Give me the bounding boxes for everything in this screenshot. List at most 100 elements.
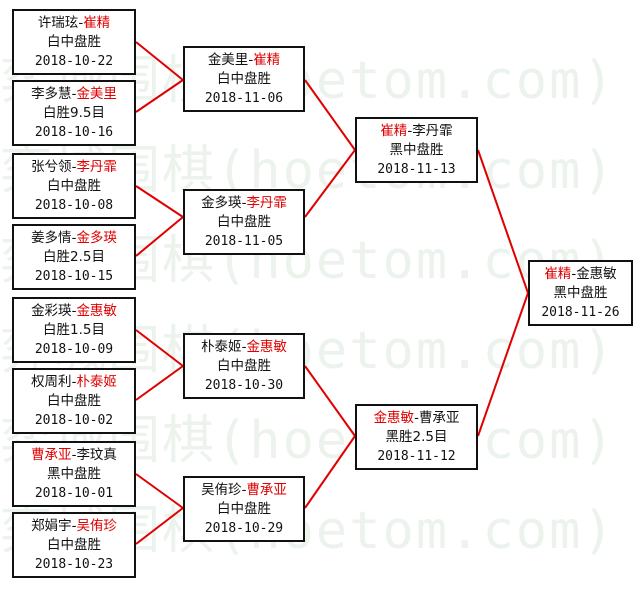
match-result: 白中盘胜 bbox=[217, 213, 271, 230]
connector-line bbox=[304, 79, 356, 151]
match-date: 2018-10-02 bbox=[34, 412, 114, 428]
connector-line bbox=[135, 41, 184, 81]
match-date: 2018-10-08 bbox=[34, 197, 114, 213]
match-players: 朴泰姬-金惠敏 bbox=[201, 338, 287, 355]
player-2: 金惠敏 bbox=[246, 338, 287, 355]
match-players: 曹承亚-李玟真 bbox=[31, 446, 117, 463]
connector-line bbox=[135, 329, 184, 367]
player-1: 权周利 bbox=[31, 373, 72, 390]
match-box: 权周利-朴泰姬 白中盘胜 2018-10-02 bbox=[12, 368, 136, 434]
match-result: 白胜1.5目 bbox=[43, 321, 105, 338]
match-date: 2018-10-15 bbox=[34, 268, 114, 284]
match-result: 白中盘胜 bbox=[217, 70, 271, 87]
player-1: 姜多情 bbox=[31, 229, 72, 246]
connector-line bbox=[135, 507, 184, 545]
connector-line bbox=[135, 365, 184, 401]
connector-line bbox=[477, 292, 529, 437]
match-result: 白中盘胜 bbox=[47, 392, 101, 409]
match-players: 李多慧-金美里 bbox=[31, 85, 117, 102]
match-box: 朴泰姬-金惠敏 白中盘胜 2018-10-30 bbox=[183, 333, 305, 399]
match-result: 黑中盘胜 bbox=[553, 284, 608, 301]
match-date: 2018-11-26 bbox=[541, 304, 620, 320]
match-players: 金彩瑛-金惠敏 bbox=[31, 302, 117, 319]
match-box: 张兮领-李丹霏 白中盘胜 2018-10-08 bbox=[12, 153, 136, 219]
player-1: 金惠敏 bbox=[373, 409, 415, 426]
match-players: 张兮领-李丹霏 bbox=[31, 158, 117, 175]
match-date: 2018-10-09 bbox=[34, 341, 114, 357]
match-players: 崔精-金惠敏 bbox=[544, 265, 617, 282]
player-2: 金美里 bbox=[76, 85, 117, 102]
match-result: 白中盘胜 bbox=[217, 500, 271, 517]
player-2: 金多瑛 bbox=[76, 229, 117, 246]
match-players: 权周利-朴泰姬 bbox=[31, 373, 117, 390]
connector-line bbox=[477, 149, 529, 294]
player-2: 吴侑珍 bbox=[76, 517, 117, 534]
match-box: 曹承亚-李玟真 黑中盘胜 2018-10-01 bbox=[12, 441, 136, 507]
match-date: 2018-11-06 bbox=[204, 90, 284, 106]
match-box: 金彩瑛-金惠敏 白胜1.5目 2018-10-09 bbox=[12, 297, 136, 363]
connector-line bbox=[304, 365, 356, 437]
player-2: 李丹霏 bbox=[246, 194, 287, 211]
match-players: 吴侑珍-曹承亚 bbox=[201, 481, 287, 498]
match-date: 2018-10-23 bbox=[34, 556, 114, 572]
player-1: 李多慧 bbox=[31, 85, 72, 102]
player-1: 张兮领 bbox=[31, 158, 72, 175]
match-players: 郑娟宇-吴侑珍 bbox=[31, 517, 117, 534]
player-2: 李丹霏 bbox=[412, 122, 453, 139]
player-1: 郑娟宇 bbox=[31, 517, 72, 534]
connector-line bbox=[135, 216, 184, 257]
player-1: 金多瑛 bbox=[201, 194, 242, 211]
player-1: 金美里 bbox=[207, 51, 249, 68]
player-2: 崔精 bbox=[83, 14, 111, 31]
player-2: 李玟真 bbox=[76, 446, 117, 463]
match-date: 2018-10-29 bbox=[204, 520, 284, 536]
match-box: 李多慧-金美里 白胜9.5目 2018-10-16 bbox=[12, 80, 136, 146]
match-box: 崔精-李丹霏 黑中盘胜 2018-11-13 bbox=[355, 117, 478, 183]
connector-line bbox=[304, 149, 356, 218]
player-2: 金惠敏 bbox=[76, 302, 117, 319]
match-box: 吴侑珍-曹承亚 白中盘胜 2018-10-29 bbox=[183, 476, 305, 542]
match-players: 崔精-李丹霏 bbox=[380, 122, 453, 139]
match-result: 黑胜2.5目 bbox=[385, 428, 448, 445]
match-date: 2018-11-13 bbox=[377, 161, 456, 177]
match-box: 金美里-崔精 白中盘胜 2018-11-06 bbox=[183, 46, 305, 112]
match-result: 白中盘胜 bbox=[217, 357, 271, 374]
player-2: 曹承亚 bbox=[246, 481, 287, 498]
player-1: 许瑞玹 bbox=[37, 14, 79, 31]
match-date: 2018-10-01 bbox=[34, 485, 114, 501]
match-players: 金多瑛-李丹霏 bbox=[201, 194, 287, 211]
player-1: 金彩瑛 bbox=[31, 302, 72, 319]
player-1: 吴侑珍 bbox=[201, 481, 242, 498]
player-2: 崔精 bbox=[253, 51, 281, 68]
match-result: 黑中盘胜 bbox=[389, 141, 444, 158]
match-date: 2018-10-30 bbox=[204, 377, 284, 393]
connector-line bbox=[135, 473, 184, 509]
player-1: 朴泰姬 bbox=[201, 338, 242, 355]
match-players: 许瑞玹-崔精 bbox=[37, 14, 111, 31]
match-players: 金惠敏-曹承亚 bbox=[373, 409, 460, 426]
match-result: 白中盘胜 bbox=[47, 177, 101, 194]
player-2: 金惠敏 bbox=[576, 265, 617, 282]
match-date: 2018-10-16 bbox=[34, 124, 114, 140]
match-date: 2018-11-05 bbox=[204, 233, 284, 249]
match-box: 金惠敏-曹承亚 黑胜2.5目 2018-11-12 bbox=[355, 404, 478, 470]
match-box: 姜多情-金多瑛 白胜2.5目 2018-10-15 bbox=[12, 224, 136, 290]
connector-line bbox=[304, 435, 356, 509]
match-box: 金多瑛-李丹霏 白中盘胜 2018-11-05 bbox=[183, 189, 305, 255]
match-box: 郑娟宇-吴侑珍 白中盘胜 2018-10-23 bbox=[12, 512, 136, 578]
player-2: 朴泰姬 bbox=[76, 373, 117, 390]
player-2: 曹承亚 bbox=[418, 409, 460, 426]
player-1: 曹承亚 bbox=[31, 446, 72, 463]
match-date: 2018-10-22 bbox=[34, 53, 114, 69]
match-players: 姜多情-金多瑛 bbox=[31, 229, 117, 246]
match-result: 黑中盘胜 bbox=[47, 465, 101, 482]
player-1: 崔精 bbox=[544, 265, 572, 282]
player-2: 李丹霏 bbox=[76, 158, 117, 175]
final-match-box: 崔精-金惠敏 黑中盘胜 2018-11-26 bbox=[528, 260, 633, 326]
match-players: 金美里-崔精 bbox=[207, 51, 281, 68]
match-result: 白中盘胜 bbox=[47, 536, 101, 553]
connector-line bbox=[135, 79, 184, 113]
match-result: 白中盘胜 bbox=[47, 33, 101, 50]
